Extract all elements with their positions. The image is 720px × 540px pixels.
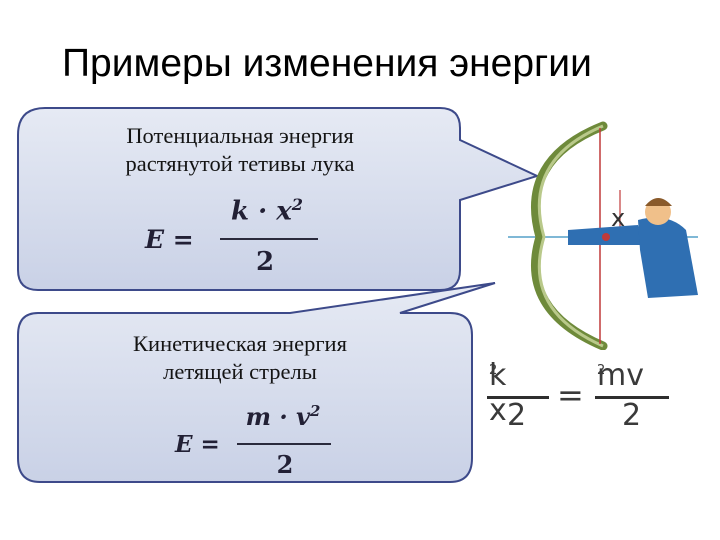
formula-denominator: 2 — [276, 450, 294, 479]
string-displacement-label: x — [611, 204, 625, 232]
equals-sign: = — [557, 376, 584, 414]
formula-denominator: 2 — [255, 247, 275, 277]
fraction-bar — [237, 443, 331, 445]
kinetic-description: Кинетическая энергия летящей стрелы — [30, 330, 450, 386]
potential-description: Потенциальная энергия растянутой тетивы … — [30, 122, 450, 178]
archer-illustration: x — [508, 121, 698, 350]
archer-body — [638, 217, 698, 298]
potential-line-1: Потенциальная энергия — [126, 123, 354, 148]
formula-lhs: E = — [175, 431, 220, 458]
fraction-bar — [220, 238, 318, 240]
right-denominator: 2 — [622, 398, 642, 433]
left-denominator: 2 — [507, 398, 527, 433]
potential-energy-formula: E = k · x2 2 — [145, 195, 325, 287]
kinetic-energy-formula: E = m · v2 2 — [175, 398, 355, 482]
right-fraction-bar — [595, 396, 669, 399]
left-fraction-bar — [487, 396, 549, 399]
slide-title: Примеры изменения энергии — [62, 42, 592, 85]
potential-line-2: растянутой тетивы лука — [125, 151, 355, 176]
kinetic-line-2: летящей стрелы — [163, 359, 317, 384]
formula-lhs: E = — [145, 225, 194, 254]
formula-numerator: m · v2 — [245, 402, 321, 431]
kinetic-line-1: Кинетическая энергия — [133, 331, 347, 356]
kinetic-callout-bubble — [17, 282, 496, 483]
formula-numerator: k · x2 — [231, 195, 303, 227]
